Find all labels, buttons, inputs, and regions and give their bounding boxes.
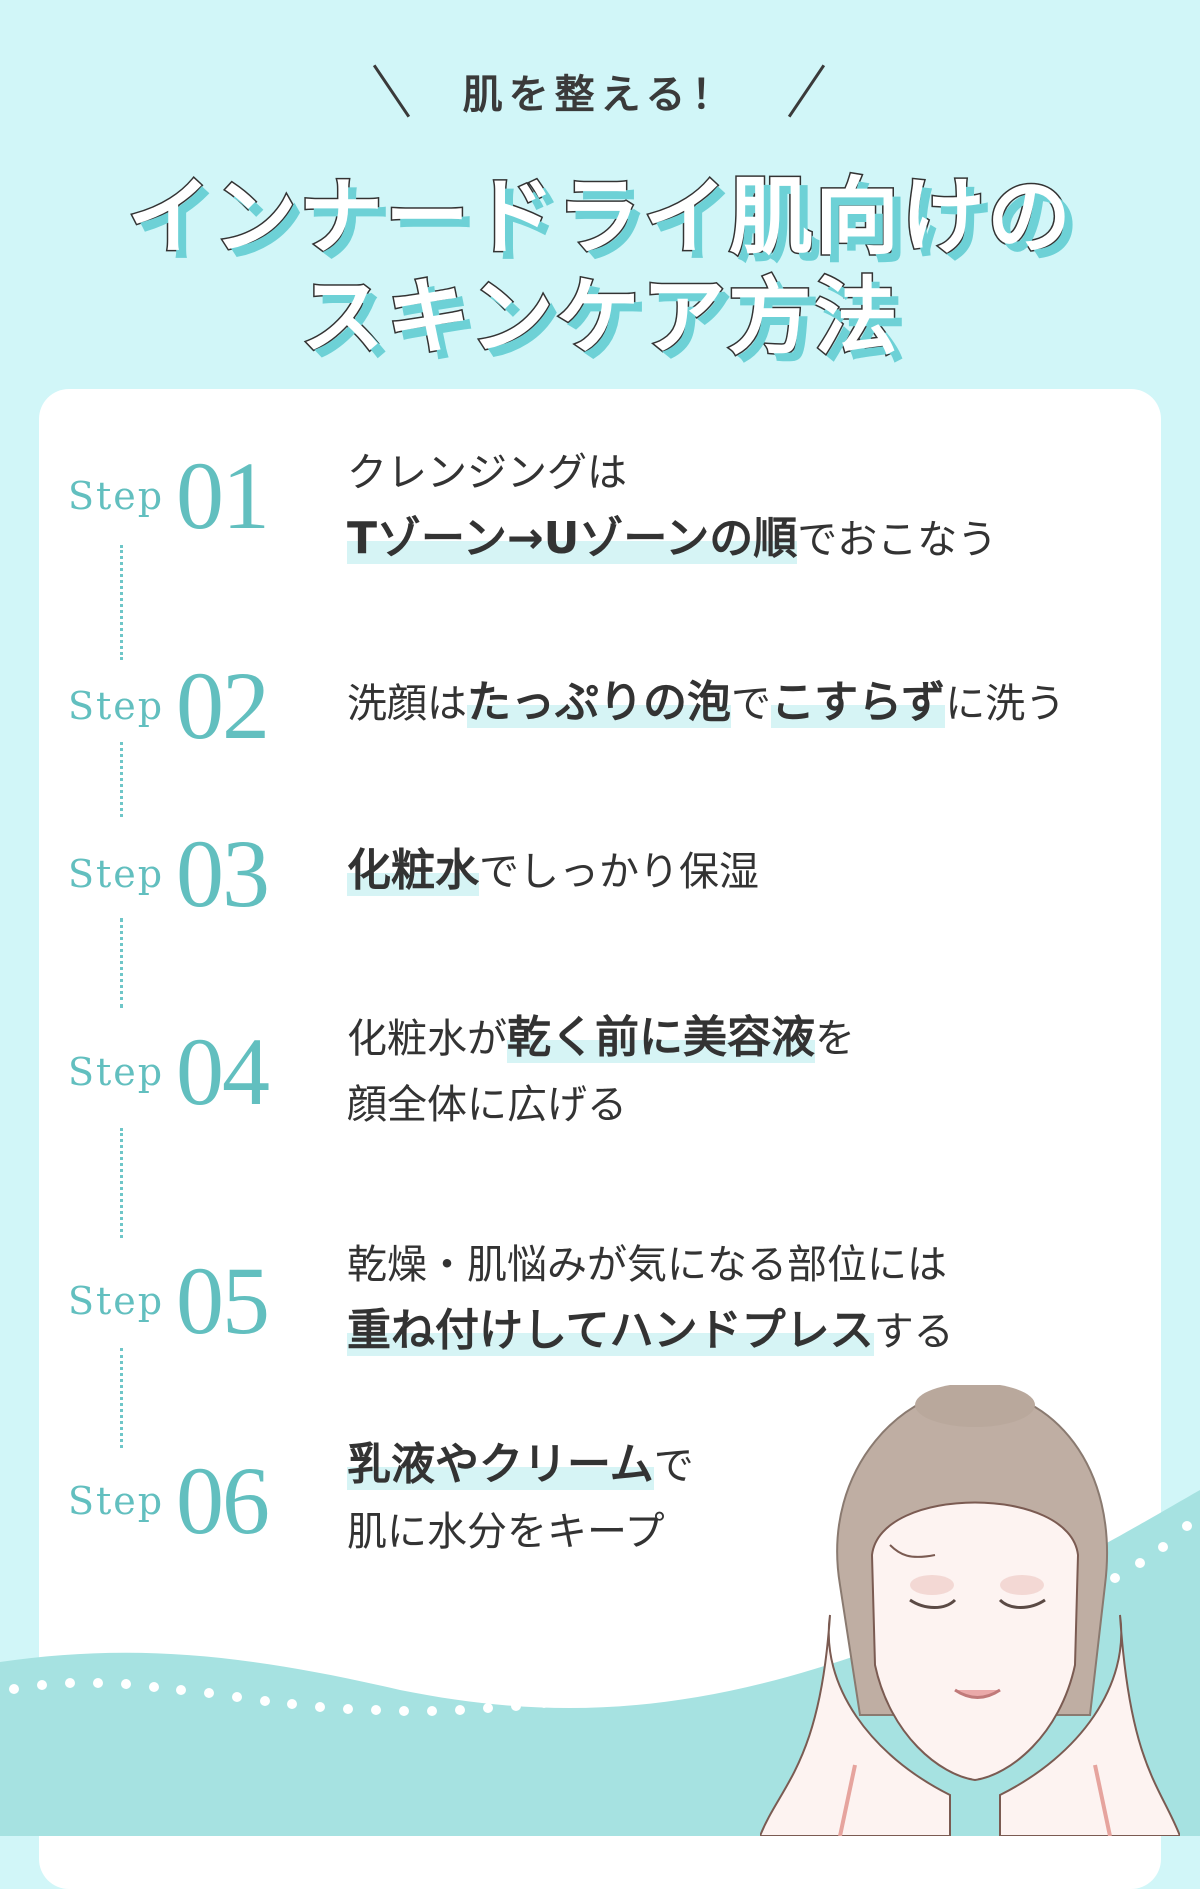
step-text-line: 重ね付けしてハンドプレスする — [347, 1298, 954, 1365]
step-06-text: 乳液やクリームで肌に水分をキープ — [347, 1432, 694, 1565]
highlighted-text: たっぷりの泡 — [467, 677, 731, 728]
step-03-text: 化粧水でしっかり保湿 — [347, 838, 759, 905]
step-text-line: 乾燥・肌悩みが気になる部位には — [347, 1232, 954, 1298]
step-number: 02 — [176, 652, 270, 759]
step-text: 乾燥・肌悩みが気になる部位には — [347, 1242, 947, 1288]
highlighted-text: 乾く前に美容液 — [507, 1012, 815, 1063]
step-text-line: 肌に水分をキープ — [347, 1499, 694, 1565]
highlighted-text: こすらず — [771, 677, 946, 728]
subtitle: 肌を整える！ — [462, 72, 738, 118]
highlighted-text: 化粧水 — [347, 845, 479, 896]
step-text-line: 洗顔はたっぷりの泡でこすらずに洗う — [347, 670, 1065, 737]
step-text-line: 化粧水でしっかり保湿 — [347, 838, 759, 905]
step-text: を — [815, 1016, 855, 1062]
connector-dots — [120, 742, 123, 817]
highlighted-text: Tゾーン→Uゾーンの順 — [347, 513, 798, 564]
step-text: 肌に水分をキープ — [347, 1509, 665, 1555]
step-text: に洗う — [945, 681, 1066, 727]
step-number: 04 — [176, 1018, 270, 1125]
step-text: 化粧水が — [347, 1016, 507, 1062]
step-text-line: クレンジングは — [347, 440, 997, 506]
page-title-line2: スキンケア方法 — [299, 267, 900, 368]
step-number: 05 — [176, 1247, 270, 1354]
highlighted-text: 重ね付けしてハンドプレス — [347, 1305, 874, 1356]
highlighted-text: 乳液やクリーム — [347, 1439, 654, 1490]
step-text-line: 乳液やクリームで — [347, 1432, 694, 1499]
step-02: Step 02 — [68, 650, 346, 761]
step-text: 顔全体に広げる — [347, 1082, 627, 1128]
step-label: Step — [68, 1278, 165, 1323]
step-text: 洗顔は — [347, 681, 467, 727]
connector-dots — [120, 1348, 123, 1448]
step-label: Step — [68, 683, 165, 728]
connector-dots — [120, 918, 123, 1008]
step-03: Step 03 — [68, 818, 346, 929]
connector-dots — [120, 1128, 123, 1238]
step-number: 03 — [176, 820, 270, 927]
step-label: Step — [68, 473, 165, 518]
page-title-line1: インナードライ肌向けの — [125, 167, 1073, 268]
step-text: クレンジングは — [347, 450, 627, 496]
step-text: でおこなう — [797, 517, 998, 563]
step-06: Step 06 — [68, 1445, 346, 1556]
step-label: Step — [68, 1049, 165, 1094]
step-04-text: 化粧水が乾く前に美容液を顔全体に広げる — [347, 1005, 855, 1138]
step-text: で — [653, 1443, 694, 1489]
step-text: で — [731, 681, 771, 727]
step-05: Step 05 — [68, 1245, 346, 1356]
step-number: 01 — [176, 442, 270, 549]
step-text: する — [873, 1309, 954, 1355]
step-05-text: 乾燥・肌悩みが気になる部位には重ね付けしてハンドプレスする — [347, 1232, 954, 1365]
step-01-text: クレンジングは Tゾーン→Uゾーンの順でおこなう — [347, 440, 997, 573]
step-label: Step — [68, 1478, 165, 1523]
connector-dots — [120, 545, 123, 660]
step-01: Step 01 — [68, 440, 346, 551]
step-text: でしっかり保湿 — [479, 849, 759, 895]
step-02-text: 洗顔はたっぷりの泡でこすらずに洗う — [347, 670, 1065, 737]
woman-face-hands-illustration-icon — [760, 1385, 1180, 1836]
step-04: Step 04 — [68, 1016, 346, 1127]
step-text-line: 化粧水が乾く前に美容液を — [347, 1005, 855, 1072]
step-text-line: Tゾーン→Uゾーンの順でおこなう — [347, 506, 997, 573]
step-text-line: 顔全体に広げる — [347, 1072, 855, 1138]
step-label: Step — [68, 851, 165, 896]
step-number: 06 — [176, 1447, 270, 1554]
